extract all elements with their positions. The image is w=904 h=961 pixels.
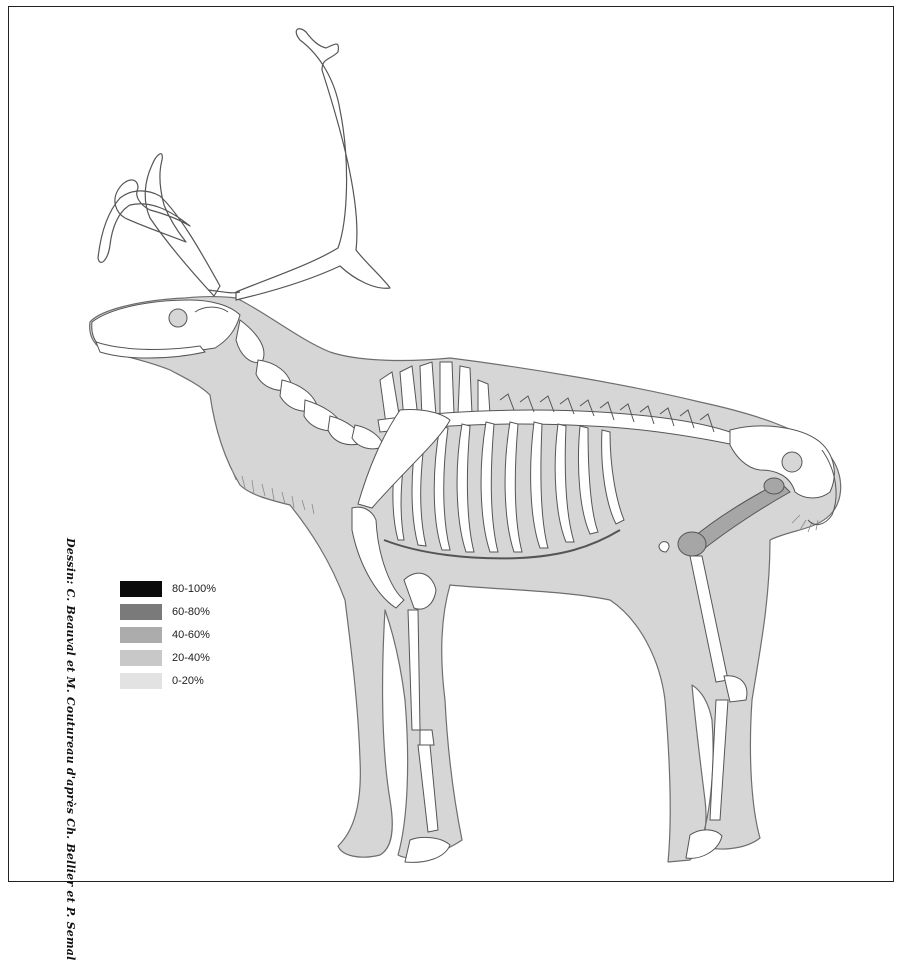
legend-item: 60-80% <box>120 601 216 623</box>
legend-item: 80-100% <box>120 578 216 600</box>
legend-item: 20-40% <box>120 647 216 669</box>
legend-swatch <box>120 581 162 597</box>
legend-swatch <box>120 673 162 689</box>
reindeer-skeleton-figure <box>0 0 904 888</box>
legend: 80-100% 60-80% 40-60% 20-40% 0-20% <box>120 578 216 693</box>
drawing-credit: Dessin: C. Beauval et M. Coutureau d'apr… <box>64 538 77 961</box>
legend-label: 80-100% <box>172 583 216 595</box>
legend-label: 0-20% <box>172 675 204 687</box>
legend-item: 40-60% <box>120 624 216 646</box>
legend-label: 40-60% <box>172 629 210 641</box>
legend-swatch <box>120 650 162 666</box>
legend-swatch <box>120 627 162 643</box>
legend-swatch <box>120 604 162 620</box>
legend-item: 0-20% <box>120 670 216 692</box>
antlers <box>98 29 390 300</box>
legend-label: 20-40% <box>172 652 210 664</box>
legend-label: 60-80% <box>172 606 210 618</box>
